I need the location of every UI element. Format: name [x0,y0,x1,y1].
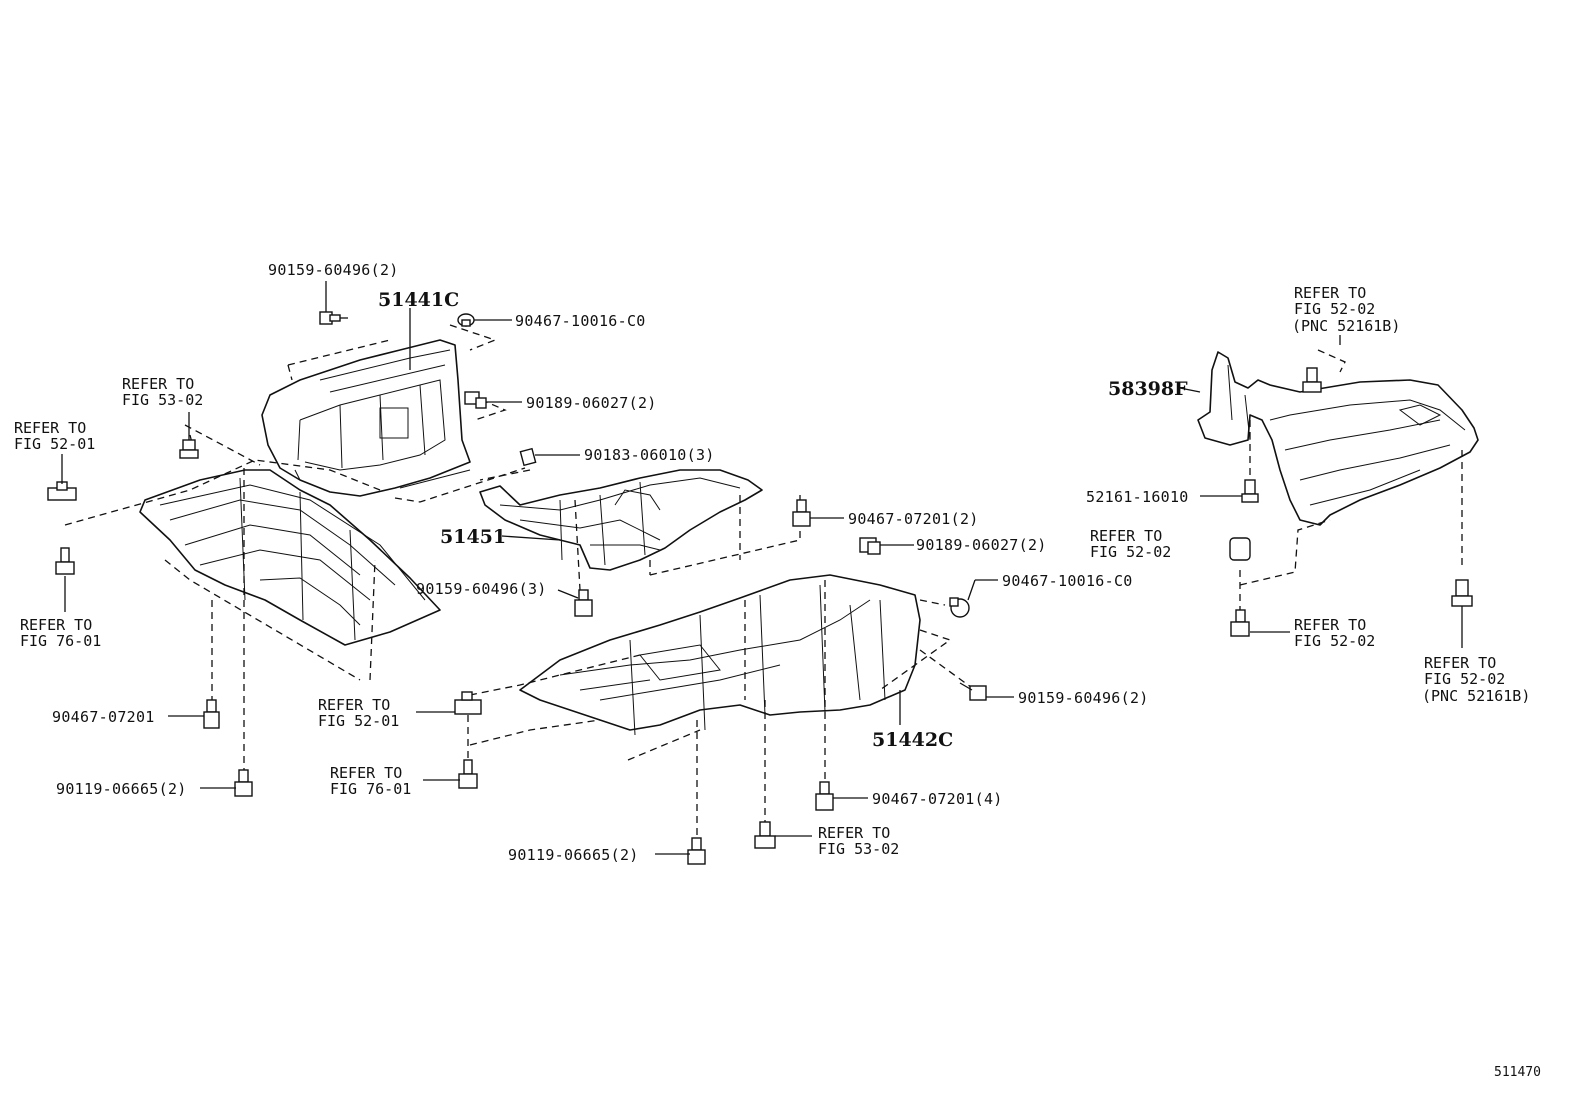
bolt-90467-07201-icon [203,699,220,729]
callout-90159-60496: 90159-60496(2) [268,261,399,279]
figure-number: 511470 [1494,1065,1541,1080]
bolt-90119-a-icon [234,769,253,797]
callout-90189-06027-b: 90189-06027(2) [916,536,1047,554]
label-51441c: 51441C [378,289,459,311]
bolt-76-01-b-icon [458,759,478,789]
ref-76-01-a-line2: FIG 76-01 [20,632,101,650]
clip-52161b-top-icon [1302,367,1322,393]
nut-90189-b-icon [859,537,881,555]
clip-90467-10016-b-icon [949,597,970,618]
callout-90183-06010: 90183-06010(3) [584,446,715,464]
ref-76-01-a-line1: REFER TO [20,616,92,634]
ref-53-02-a-line2: FIG 53-02 [122,391,203,409]
callout-90119-06665-b: 90119-06665(2) [508,846,639,864]
callout-90159-60496-3: 90159-60496(3) [416,580,547,598]
ref-76-01-b-line1: REFER TO [330,764,402,782]
callout-90467-07201-2: 90467-07201(2) [848,510,979,528]
clip-52161-16010-icon [1241,479,1259,503]
clip-90467-07201-2-icon [792,499,811,527]
ref-52-02-b-line2: FIG 52-02 [1090,543,1171,561]
left-under-panel [139,469,441,646]
label-51451: 51451 [440,526,506,548]
ref-52-02-d-line3: (PNC 52161B) [1422,687,1530,705]
nut-90189-icon [464,391,487,409]
bolt-90467-07201-4-icon [815,781,834,811]
bolt-76-01-icon [55,547,75,575]
callout-52161-16010: 52161-16010 [1086,488,1189,506]
bolt-90119-b-icon [687,837,706,865]
clip-52-01-b-icon [454,691,482,715]
bolt-52-02-icon [1230,609,1250,637]
clip-53-02-icon [179,439,199,459]
part-51451-brace [479,469,763,571]
callout-90119-06665-a: 90119-06665(2) [56,780,187,798]
label-51442c: 51442C [872,729,953,751]
ref-52-01-b-line2: FIG 52-01 [318,712,399,730]
nut-52-02-icon [1229,537,1251,561]
ref-53-02-b-line1: REFER TO [818,824,890,842]
part-51441c-cover [261,339,471,497]
callout-90189-06027: 90189-06027(2) [526,394,657,412]
ref-52-01-b-line1: REFER TO [318,696,390,714]
part-58398f-cover [1197,351,1479,526]
ref-52-02-a-line1: REFER TO [1294,284,1366,302]
label-58398f: 58398F [1108,378,1188,400]
ref-52-02-d-line1: REFER TO [1424,654,1496,672]
clip-52161b-bottom-icon [1451,579,1473,607]
callout-90467-07201-4: 90467-07201(4) [872,790,1003,808]
ref-53-02-b-line2: FIG 53-02 [818,840,899,858]
screw-90159-icon [319,311,348,325]
leader-lines [61,281,1463,855]
screw-90159-3-icon [574,589,593,617]
ref-52-02-a-line2: FIG 52-02 [1294,300,1375,318]
ref-52-02-b-line1: REFER TO [1090,527,1162,545]
callout-90467-10016-b: 90467-10016-C0 [1002,572,1133,590]
screw-90159-b-icon [959,682,987,701]
clip-90467-icon [457,313,475,327]
clip-52-01-icon [47,481,77,501]
ref-76-01-b-line2: FIG 76-01 [330,780,411,798]
ref-53-02-a-line1: REFER TO [122,375,194,393]
nut-90183-icon [519,447,537,467]
ref-52-01-a-line1: REFER TO [14,419,86,437]
callout-90159-60496-b: 90159-60496(2) [1018,689,1149,707]
callout-90467-10016: 90467-10016-C0 [515,312,646,330]
ref-52-01-a-line2: FIG 52-01 [14,435,95,453]
ref-52-02-d-line2: FIG 52-02 [1424,670,1505,688]
fastener-icons [47,311,1473,865]
ref-52-02-c-line1: REFER TO [1294,616,1366,634]
ref-52-02-a-line3: (PNC 52161B) [1292,317,1400,335]
callout-90467-07201: 90467-07201 [52,708,155,726]
part-51442c-cover [519,574,921,736]
clip-53-02-b-icon [754,821,776,849]
ref-52-02-c-line2: FIG 52-02 [1294,632,1375,650]
